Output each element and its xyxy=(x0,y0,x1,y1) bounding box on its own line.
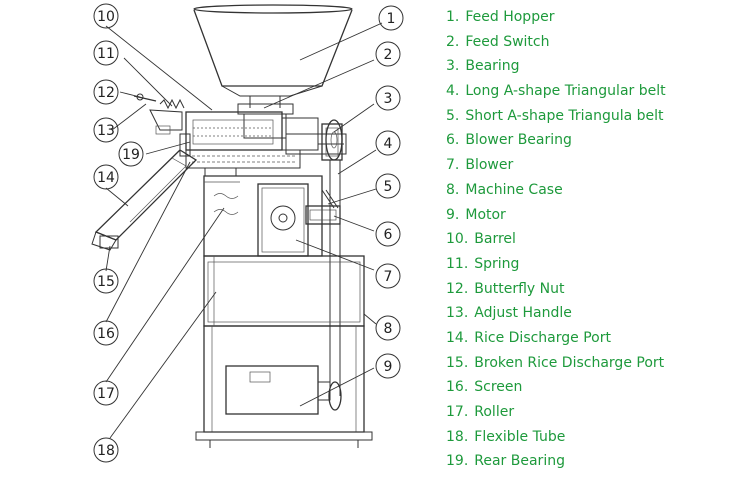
legend-item-12: 12.Butterfly Nut xyxy=(446,280,565,297)
legend-item-16: 16.Screen xyxy=(446,379,523,396)
svg-text:12: 12 xyxy=(97,85,115,101)
callout-8: 8 xyxy=(375,315,401,341)
svg-text:14: 14 xyxy=(97,170,115,186)
butterfly-nut xyxy=(133,93,157,102)
legend-item-1: 1.Feed Hopper xyxy=(446,9,555,25)
legend-item-4: 4.Long A-shape Triangular belt xyxy=(446,83,666,100)
svg-text:3: 3 xyxy=(384,91,393,107)
short-belt xyxy=(321,189,339,209)
feed-switch xyxy=(237,103,294,139)
callout-6: 6 xyxy=(375,221,401,247)
legend-item-6: 6.Blower Bearing xyxy=(446,132,572,149)
roller xyxy=(204,167,239,215)
rice-discharge-port xyxy=(91,149,198,251)
callout-17: 17 xyxy=(93,380,119,406)
screen xyxy=(185,149,301,169)
legend-item-11: 11.Spring xyxy=(446,255,520,272)
motor xyxy=(225,365,342,415)
callout-10: 10 xyxy=(93,3,119,29)
callout-12: 12 xyxy=(93,79,119,105)
leader-lines xyxy=(105,22,383,439)
svg-text:17: 17 xyxy=(97,386,115,402)
legend-item-17: 17.Roller xyxy=(446,404,515,420)
callout-3: 3 xyxy=(375,85,401,111)
callout-4: 4 xyxy=(375,130,401,156)
svg-text:6: 6 xyxy=(384,227,393,243)
callout-7: 7 xyxy=(375,263,401,289)
svg-text:15: 15 xyxy=(97,274,115,290)
svg-text:18: 18 xyxy=(97,443,115,459)
blower xyxy=(257,183,309,257)
svg-text:1: 1 xyxy=(387,11,396,27)
long-belt xyxy=(329,160,341,396)
legend-item-13: 13.Adjust Handle xyxy=(446,305,572,322)
svg-text:11: 11 xyxy=(97,46,115,62)
legend-item-19: 19.Rear Bearing xyxy=(446,453,565,470)
callout-5: 5 xyxy=(375,173,401,199)
callout-14: 14 xyxy=(93,164,119,190)
svg-text:5: 5 xyxy=(384,179,393,195)
svg-text:7: 7 xyxy=(384,269,393,285)
barrel xyxy=(179,111,283,157)
broken-rice-discharge-port xyxy=(99,235,119,249)
legend-item-10: 10.Barrel xyxy=(446,231,516,248)
spring xyxy=(159,98,185,110)
svg-text:13: 13 xyxy=(97,123,115,139)
callout-2: 2 xyxy=(375,41,401,67)
legend-item-14: 14.Rice Discharge Port xyxy=(446,329,611,346)
callout-16: 16 xyxy=(93,320,119,346)
machine-case xyxy=(195,255,373,448)
legend-item-15: 15.Broken Rice Discharge Port xyxy=(446,354,665,371)
callout-11: 11 xyxy=(93,40,119,66)
callout-1: 1 xyxy=(378,5,404,31)
legend-item-3: 3.Bearing xyxy=(446,58,520,75)
svg-text:9: 9 xyxy=(384,359,393,375)
callout-18: 18 xyxy=(93,437,119,463)
legend-item-5: 5.Short A-shape Triangula belt xyxy=(446,107,664,124)
parts-legend: 1.Feed Hopper 2.Feed Switch 3.Bearing 4.… xyxy=(446,6,666,475)
legend-item-8: 8.Machine Case xyxy=(446,181,563,198)
callout-19: 19 xyxy=(118,141,144,167)
svg-text:8: 8 xyxy=(384,321,393,337)
callout-13: 13 xyxy=(93,117,119,143)
feed-hopper xyxy=(193,4,353,108)
svg-text:2: 2 xyxy=(384,47,393,63)
blower-bearing xyxy=(305,205,341,225)
svg-text:16: 16 xyxy=(97,326,115,342)
legend-item-7: 7.Blower xyxy=(446,157,514,174)
callout-15: 15 xyxy=(93,268,119,294)
adjust-handle xyxy=(149,109,183,135)
svg-text:4: 4 xyxy=(384,136,393,152)
legend-item-9: 9.Motor xyxy=(446,206,506,223)
svg-text:10: 10 xyxy=(97,9,115,25)
svg-text:19: 19 xyxy=(122,147,140,163)
legend-item-18: 18.Flexible Tube xyxy=(446,428,566,445)
legend-item-2: 2.Feed Switch xyxy=(446,33,550,50)
callout-9: 9 xyxy=(375,353,401,379)
